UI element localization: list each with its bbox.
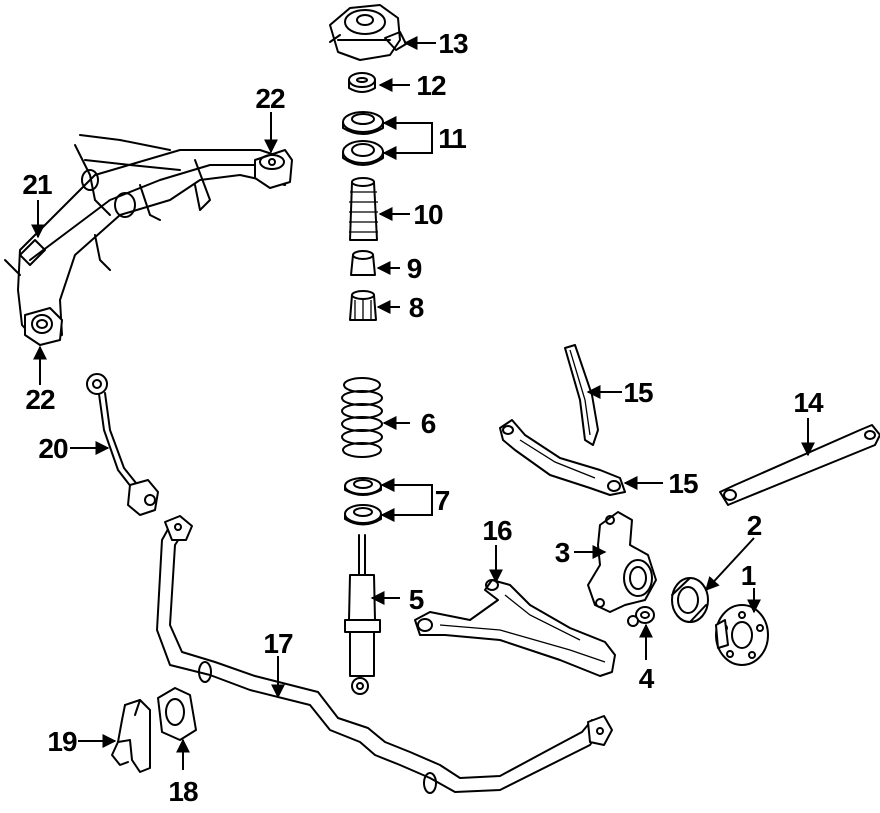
bushing-bracket[interactable] [111,699,151,773]
callout-14: 14 [793,387,824,418]
callout-1: 1 [741,560,756,591]
callout-20: 20 [38,433,68,464]
upper-spring-seat-b[interactable] [342,140,384,166]
rear-bushing-upper[interactable] [254,149,293,189]
callout-13: 13 [438,28,468,59]
wheel-bearing[interactable] [671,577,709,623]
stabilizer-bar[interactable] [156,515,613,794]
callout-6: 6 [421,408,436,439]
knuckle-bushing[interactable] [627,606,655,627]
bump-stop-cup[interactable] [349,290,377,321]
callout-12: 12 [416,70,446,101]
callout-15-upper: 15 [623,377,653,408]
callout-17: 17 [263,628,293,659]
callout-5: 5 [409,584,424,615]
bump-stop[interactable] [350,250,376,276]
callout-4: 4 [639,663,655,694]
callout-22-lower: 22 [25,384,55,415]
callout-11: 11 [438,123,466,154]
control-arm-link-lower[interactable] [499,419,626,496]
lower-spring-seat-b[interactable] [344,504,382,526]
lateral-link[interactable] [719,424,880,506]
rear-bushing-lower[interactable] [24,307,63,346]
mount-bushing[interactable] [348,72,376,93]
dust-boot[interactable] [349,177,378,241]
callout-18: 18 [168,776,198,807]
callout-22-upper: 22 [255,83,285,114]
steering-knuckle[interactable] [587,511,657,613]
wheel-hub[interactable] [715,604,769,666]
upper-strut-mount[interactable] [329,4,407,61]
callout-16: 16 [482,515,512,546]
callout-19: 19 [47,726,77,757]
callout-8: 8 [409,292,424,323]
lower-control-arm[interactable] [414,579,616,677]
callout-labels: 1 2 3 4 5 6 7 8 9 10 11 12 13 14 15 15 1… [22,28,825,807]
callout-10: 10 [413,199,443,230]
callout-9: 9 [407,253,422,284]
upper-spring-seat-a[interactable] [342,111,384,135]
control-arm-link-upper[interactable] [564,344,599,446]
lower-spring-seat-a[interactable] [344,477,382,496]
callout-3: 3 [555,537,570,568]
leader-lines [31,36,815,770]
callout-7: 7 [435,485,450,516]
stabilizer-link[interactable] [86,373,159,516]
stabilizer-bushing[interactable] [157,687,197,741]
callout-21: 21 [22,169,52,200]
shock-absorber[interactable] [344,534,381,695]
callout-2: 2 [747,510,762,541]
callout-15-lower: 15 [668,468,698,499]
coil-spring[interactable] [341,377,383,458]
